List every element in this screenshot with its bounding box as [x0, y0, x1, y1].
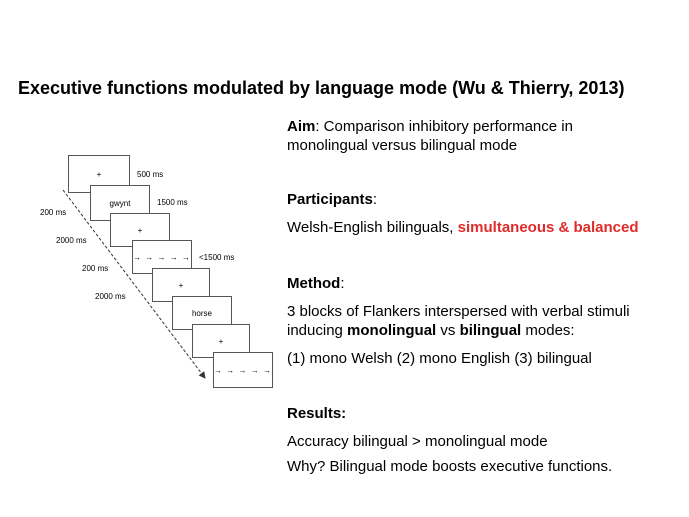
participants-colon: :	[372, 191, 378, 208]
method-line-2c: vs	[436, 322, 460, 339]
results-label: Results:	[287, 405, 347, 422]
duration-label: 2000 ms	[56, 236, 87, 245]
aim-text: : Comparison inhibitory performance in	[315, 118, 573, 135]
method-label: Method	[287, 275, 341, 292]
method-line-2e: modes:	[521, 322, 575, 339]
duration-label: 200 ms	[82, 264, 109, 273]
results-section: Results: Accuracy bilingual > monolingua…	[287, 404, 612, 476]
method-monolingual: monolingual	[347, 322, 437, 339]
aim-label: Aim	[287, 118, 316, 135]
duration-label: 200 ms	[40, 208, 67, 217]
participants-highlight: simultaneous & balanced	[457, 219, 639, 236]
method-line-2a: inducing	[287, 322, 348, 339]
slide-title: Executive functions modulated by languag…	[18, 78, 625, 98]
participants-text: Welsh-English bilinguals,	[287, 219, 458, 236]
method-section: Method: 3 blocks of Flankers intersperse…	[287, 274, 630, 368]
frame-flanker-2: → → → → →	[213, 352, 273, 388]
duration-label: 500 ms	[137, 170, 164, 179]
participants-label: Participants	[287, 191, 373, 208]
method-line-3: (1) mono Welsh (2) mono English (3) bili…	[287, 350, 592, 367]
duration-label: <1500 ms	[199, 253, 235, 262]
method-colon: :	[340, 275, 345, 292]
duration-label: 2000 ms	[95, 292, 126, 301]
results-line-1: Accuracy bilingual > monolingual mode	[287, 433, 548, 450]
results-line-2: Why? Bilingual mode boosts executive fun…	[287, 458, 613, 475]
participants-section: Participants: Welsh-English bilinguals, …	[287, 190, 639, 237]
method-line-1: 3 blocks of Flankers interspersed with v…	[287, 303, 630, 320]
duration-label: 1500 ms	[157, 198, 188, 207]
method-bilingual: bilingual	[459, 322, 522, 339]
aim-section: Aim: Comparison inhibitory performance i…	[287, 117, 573, 155]
aim-text-2: monolingual versus bilingual mode	[287, 137, 518, 154]
